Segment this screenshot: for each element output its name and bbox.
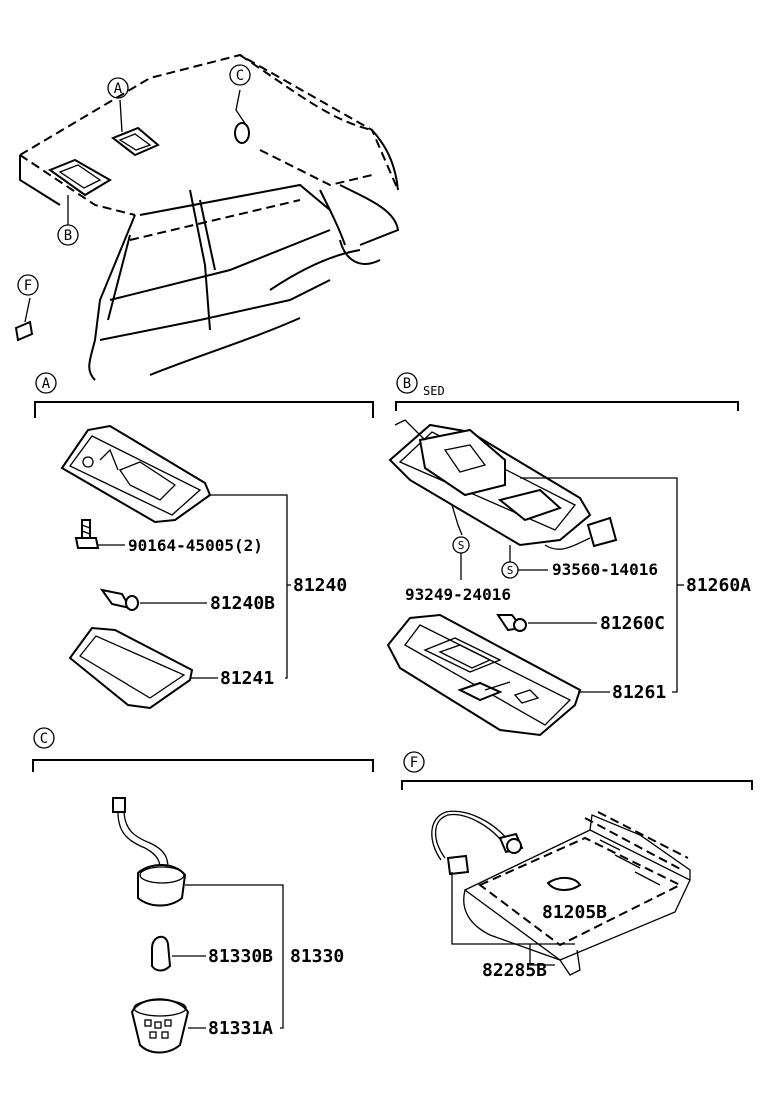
- svg-text:A: A: [42, 376, 51, 392]
- part-number-81330: 81330: [290, 946, 344, 967]
- section-a-lens: [68, 626, 194, 710]
- section-b-header: B SED: [395, 372, 739, 411]
- section-b-bulb: [496, 614, 527, 632]
- section-c-socket-assembly: [112, 797, 187, 907]
- part-number-93249-24016: 93249-24016: [405, 585, 511, 604]
- part-number-81240: 81240: [293, 575, 347, 596]
- section-b-lens: [386, 613, 582, 737]
- section-f-leaders: [451, 872, 575, 966]
- callout-overview-f: F: [17, 274, 39, 296]
- callout-overview-a: A: [107, 77, 129, 99]
- part-number-81205b: 81205B: [542, 902, 607, 923]
- section-f-wire-harness: [431, 810, 524, 876]
- svg-text:B: B: [64, 228, 72, 244]
- svg-text:C: C: [236, 68, 244, 84]
- section-c-leaders: [172, 884, 284, 1029]
- section-a-leaders: [98, 494, 291, 679]
- part-number-81240b: 81240B: [210, 593, 275, 614]
- svg-text:A: A: [114, 81, 123, 97]
- svg-text:S: S: [507, 564, 514, 577]
- section-b-screw-marker-1: S: [452, 536, 470, 580]
- car-overview-illustration: [14, 53, 400, 381]
- callout-overview-c: C: [229, 64, 251, 86]
- section-c-socket-ring: [130, 998, 190, 1054]
- part-number-90164-45005: 90164-45005(2): [128, 536, 263, 555]
- svg-text:SED: SED: [423, 384, 445, 398]
- section-c-header: C: [32, 727, 374, 772]
- section-a-lamp-housing: [60, 424, 212, 524]
- part-number-82285b: 82285B: [482, 960, 547, 981]
- section-f-header: F: [401, 751, 753, 790]
- svg-text:B: B: [403, 376, 411, 392]
- section-a-screw: [74, 519, 100, 549]
- svg-text:F: F: [24, 278, 32, 294]
- section-b-screw-marker-2: S: [501, 545, 548, 579]
- section-f-trunk-floor: [463, 811, 691, 976]
- section-b-leaders: [520, 477, 684, 693]
- section-c-bulb: [151, 935, 172, 972]
- section-b-lamp-base: [388, 419, 618, 550]
- svg-text:C: C: [40, 731, 48, 747]
- section-a-bulb: [99, 588, 139, 611]
- svg-text:S: S: [458, 539, 465, 552]
- svg-text:F: F: [410, 755, 418, 771]
- part-number-81241: 81241: [220, 668, 274, 689]
- part-number-81331a: 81331A: [208, 1018, 273, 1039]
- part-number-93560-14016: 93560-14016: [552, 560, 658, 579]
- part-number-81261: 81261: [612, 682, 666, 703]
- section-a-header: A: [34, 372, 374, 418]
- part-number-81260c: 81260C: [600, 613, 665, 634]
- part-number-81330b: 81330B: [208, 946, 273, 967]
- part-number-81260a: 81260A: [686, 575, 751, 596]
- callout-overview-b: B: [57, 224, 79, 246]
